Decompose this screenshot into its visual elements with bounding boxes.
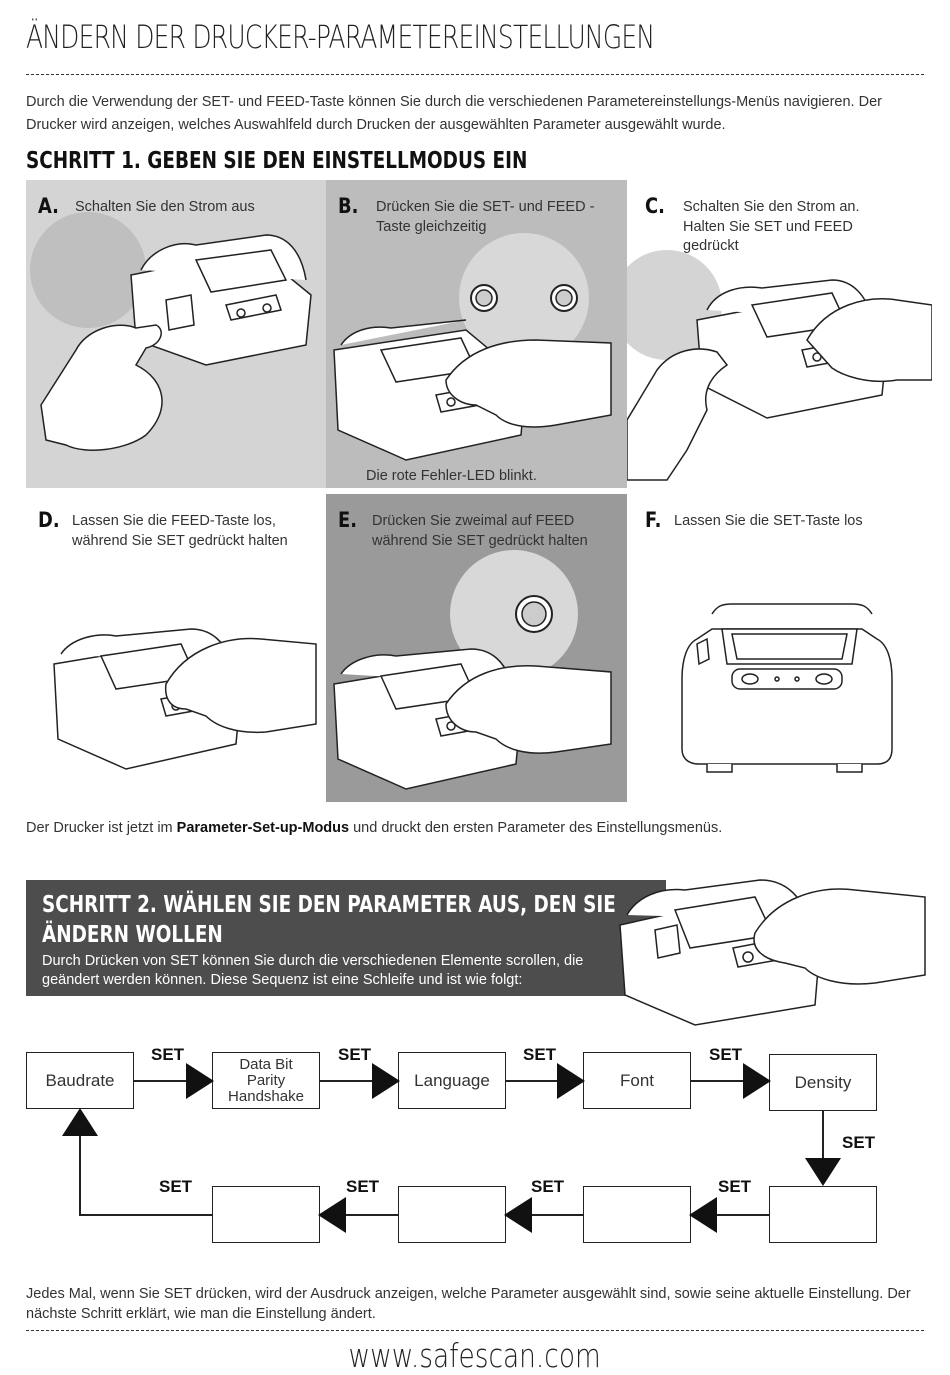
set-label-6: SET: [718, 1177, 752, 1196]
panel-c-text: Schalten Sie den Strom an. Halten Sie SE…: [683, 199, 860, 254]
note-suffix: und druckt den ersten Parameter des Eins…: [349, 820, 723, 836]
setup-mode-note: Der Drucker ist jetzt im Parameter-Set-u…: [26, 820, 722, 836]
divider: [26, 74, 924, 75]
printer-front-illustration: [681, 603, 893, 773]
website-url: www.safescan.com: [0, 1336, 950, 1375]
led-caption: Die rote Fehler-LED blinkt.: [366, 468, 537, 484]
step-letter-c: C.: [645, 194, 665, 218]
panel-c: C. Schalten Sie den Strom an. Halten Sie…: [627, 180, 932, 488]
step-letter-e: E.: [338, 508, 357, 532]
release-feed-illustration: [53, 628, 317, 770]
intro-text: Durch die Verwendung der SET- und FEED-T…: [26, 94, 882, 133]
set-label-1: SET: [151, 1045, 185, 1064]
panel-d-text: Lassen Sie die FEED-Taste los, während S…: [72, 513, 288, 549]
step2-heading-line1: SCHRITT 2. WÄHLEN SIE DEN PARAMETER AUS,…: [42, 892, 616, 918]
flow-box-empty-5: [769, 1186, 877, 1243]
flow-arrows: [62, 1063, 841, 1233]
flow-box-font: Font: [583, 1052, 691, 1109]
page-title: ÄNDERN DER DRUCKER-PARAMETEREINSTELLUNGE…: [26, 18, 655, 56]
step-letter-d: D.: [38, 508, 60, 532]
flow-box-databit: Data Bit Parity Handshake: [212, 1052, 320, 1109]
press-set-feed-illustration: [333, 233, 612, 461]
note-bold: Parameter-Set-up-Modus: [176, 820, 350, 836]
website-url-text: www.safescan.com: [348, 1336, 602, 1375]
panel-a-text: Schalten Sie den Strom aus: [75, 199, 255, 215]
panel-a: A. Schalten Sie den Strom aus: [26, 180, 326, 488]
note-prefix: Der Drucker ist jetzt im: [26, 820, 177, 836]
footer-divider: [26, 1330, 924, 1331]
panel-b-text: Drücken Sie die SET- und FEED -Taste gle…: [376, 199, 595, 235]
step-letter-b: B.: [338, 194, 359, 218]
set-label-2: SET: [338, 1045, 372, 1064]
printer-off-illustration: [30, 212, 312, 451]
set-label-9: SET: [159, 1177, 193, 1196]
set-label-3: SET: [523, 1045, 557, 1064]
step-letter-a: A.: [38, 194, 59, 218]
set-label-8: SET: [346, 1177, 380, 1196]
step2-banner: SCHRITT 2. WÄHLEN SIE DEN PARAMETER AUS,…: [26, 880, 666, 996]
panel-e-text: Drücken Sie zweimal auf FEED während Sie…: [372, 513, 588, 549]
press-feed-twice-illustration: [333, 550, 612, 790]
flow-box-density: Density: [769, 1054, 877, 1111]
step1-heading: SCHRITT 1. GEBEN SIE DEN EINSTELLMODUS E…: [26, 148, 528, 174]
step2-heading-line2: ÄNDERN WOLLEN: [42, 922, 223, 948]
step2-printer-illustration: [619, 879, 926, 1026]
panel-f: F. Lassen Sie die SET-Taste los: [627, 494, 932, 802]
flow-box-language: Language: [398, 1052, 506, 1109]
step2-description: Durch Drücken von SET können Sie durch d…: [42, 953, 584, 988]
flow-box-empty-3: [398, 1186, 506, 1243]
panel-b: B. Drücken Sie die SET- und FEED -Taste …: [326, 180, 627, 488]
footer-text: Jedes Mal, wenn Sie SET drücken, wird de…: [26, 1286, 911, 1322]
power-on-hold-illustration: [627, 250, 932, 481]
set-label-4: SET: [709, 1045, 743, 1064]
step-letter-f: F.: [645, 508, 662, 532]
panel-d: D. Lassen Sie die FEED-Taste los, währen…: [26, 494, 326, 802]
panel-f-text: Lassen Sie die SET-Taste los: [674, 513, 863, 529]
set-label-7: SET: [531, 1177, 565, 1196]
set-label-5: SET: [842, 1133, 876, 1152]
panel-e: E. Drücken Sie zweimal auf FEED während …: [326, 494, 627, 802]
